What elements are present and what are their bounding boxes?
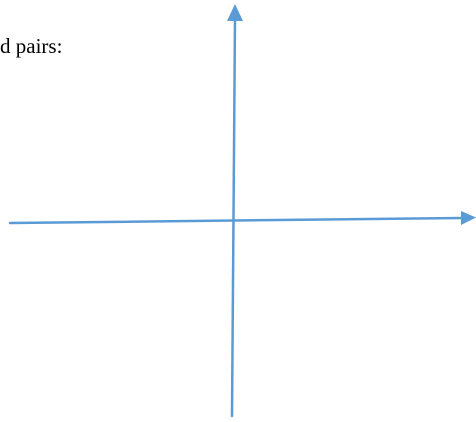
y-axis-line [230, 16, 237, 418]
x-axis-line [8, 216, 465, 225]
x-axis-arrowhead [461, 211, 476, 225]
y-axis-arrowhead [227, 4, 243, 21]
prompt-text: d pairs: [0, 34, 63, 58]
